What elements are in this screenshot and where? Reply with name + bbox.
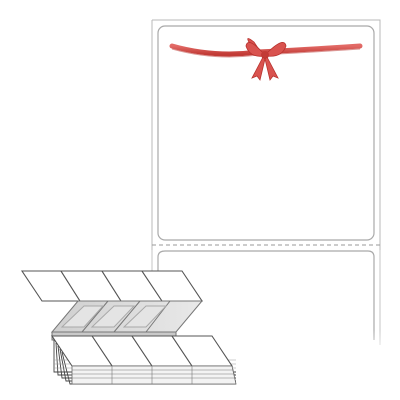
label-liner [151,19,381,250]
fanfold-stack-side [71,365,237,385]
label-bottom-partial [157,250,375,340]
fanfold-stack [20,270,237,385]
label-top [157,25,375,241]
ribbon-bow-icon [169,38,363,81]
fanfold-bottom-row [50,335,234,367]
fanfold-top-row [20,270,204,302]
